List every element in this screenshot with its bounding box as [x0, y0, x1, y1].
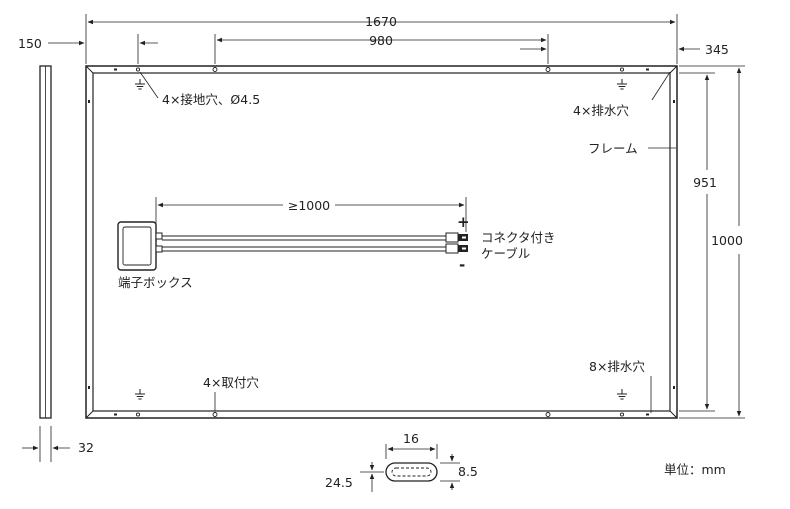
label-connector-cable-1: コネクタ付き [481, 230, 556, 245]
junction-box [117, 221, 163, 271]
label-ground-holes: 4×接地穴、Ø4.5 [162, 92, 260, 107]
dim-right-offset: 345 [705, 42, 729, 57]
holes [88, 67, 675, 417]
connector-cables [162, 232, 468, 254]
dim-left-offset: 150 [18, 36, 42, 51]
polarity-minus: - [459, 256, 465, 274]
label-unit: 単位：mm [664, 462, 726, 477]
label-frame: フレーム [588, 141, 638, 156]
cable-dimension [155, 197, 467, 232]
dim-slot-offset: 24.5 [325, 475, 353, 490]
polarity-plus: + [457, 213, 470, 231]
dim-overall-height: 1000 [711, 233, 743, 248]
dim-slot-height: 8.5 [458, 464, 478, 479]
label-drain-holes-8: 8×排水穴 [589, 359, 645, 374]
label-connector-cable-2: ケーブル [481, 246, 530, 261]
label-mounting-holes: 4×取付穴 [203, 375, 259, 390]
top-dimensions [48, 14, 700, 64]
right-dimensions [679, 65, 745, 419]
slot-detail [360, 444, 460, 492]
dim-slot-width: 16 [403, 431, 419, 446]
panel-frame [85, 65, 678, 419]
dim-hole-spacing: 980 [369, 33, 393, 48]
label-junction-box: 端子ボックス [118, 275, 193, 290]
leader-lines [139, 71, 676, 413]
label-drain-holes-4: 4×排水穴 [573, 103, 629, 118]
dim-cable-length: ≥1000 [288, 198, 330, 213]
dim-frame-thickness: 32 [78, 440, 94, 455]
thickness-dimension [22, 426, 70, 462]
side-view [39, 65, 52, 419]
dim-overall-width: 1670 [365, 14, 397, 29]
dim-frame-inner-height: 951 [693, 175, 717, 190]
